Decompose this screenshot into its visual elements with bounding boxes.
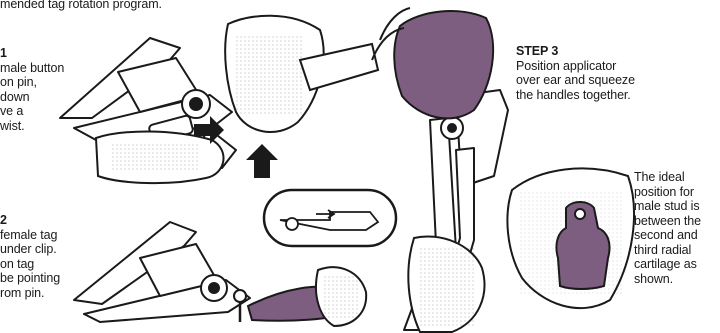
ear-fur [371, 7, 411, 61]
ideal-note-line: second and [634, 228, 698, 242]
up-arrow-icon [246, 144, 278, 178]
intro-text: mended tag rotation program. [0, 0, 162, 11]
step-1-line: wist. [0, 118, 25, 133]
glove-texture [324, 276, 360, 320]
ideal-note-line: third radial [634, 242, 692, 257]
step-1-text: 1 male button on pin, down ve a wist. [0, 46, 70, 133]
ideal-note-line: The ideal [634, 170, 685, 184]
glove-texture [420, 246, 474, 326]
step-1-line: down [0, 89, 30, 104]
step-2-line: rom pin. [0, 285, 45, 300]
step-2-line: under clip. [0, 242, 57, 256]
ear-tag-icon [393, 10, 495, 120]
step-1-line: male button [0, 60, 65, 75]
tag-applicator-icon [73, 221, 251, 323]
ideal-note-line: between the [634, 213, 702, 228]
glove-texture [110, 142, 200, 172]
magnifier-inset-icon [262, 188, 398, 248]
glove-texture [234, 34, 304, 114]
step-3-line: over ear and squeeze [516, 73, 635, 87]
step-2-line: be pointing [0, 271, 61, 285]
ideal-position-note: The ideal position for male stud is betw… [634, 170, 720, 286]
step-2-line: on tag [0, 256, 35, 271]
step-3-text: STEP 3 Position applicator over ear and … [516, 44, 696, 102]
step-2-heading: 2 [0, 213, 7, 227]
step-2-text: 2 female tag under clip. on tag be point… [0, 213, 70, 300]
step-1-line: on pin, [0, 75, 37, 89]
step-1-line: ve a [0, 104, 24, 118]
ideal-note-line: position for [634, 184, 694, 199]
step-1-heading: 1 [0, 46, 7, 60]
ideal-note-line: cartilage as [634, 257, 697, 271]
tag-applicator-icon [59, 37, 237, 169]
step-3-line: the handles together. [516, 87, 631, 102]
step-3-line: Position applicator [516, 58, 617, 73]
ear-tag-icon [555, 201, 611, 290]
step-2-line: female tag [0, 227, 58, 242]
step-3-heading: STEP 3 [516, 44, 559, 58]
ideal-note-line: shown. [634, 271, 674, 286]
ideal-note-line: male stud is [634, 199, 700, 213]
male-stud-icon [574, 208, 586, 220]
right-arrow-icon [194, 116, 224, 144]
